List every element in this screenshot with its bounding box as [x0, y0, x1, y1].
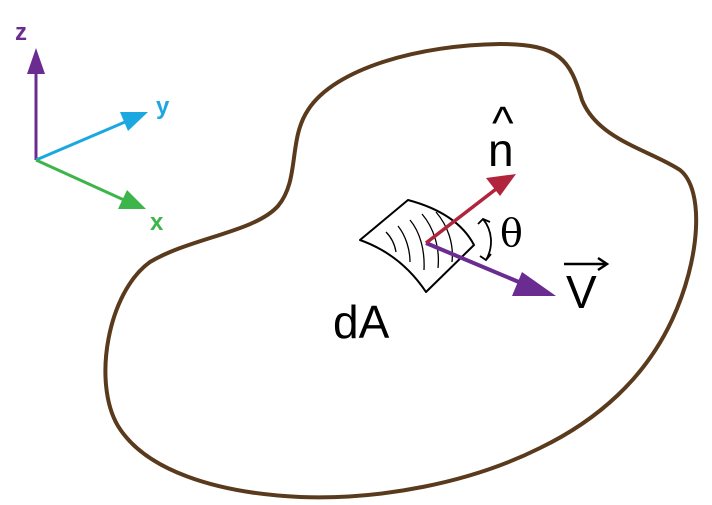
- normal-vector-label: n: [488, 124, 514, 176]
- angle-arc-tick-top: [477, 217, 491, 225]
- angle-indicator: [477, 217, 492, 262]
- velocity-label: V: [566, 266, 597, 318]
- velocity-vector-line: [425, 241, 527, 287]
- y-axis-arrowhead: [120, 112, 148, 131]
- surface-curvature-line: [421, 213, 440, 269]
- y-axis-line: [35, 120, 126, 162]
- normal-vector: [424, 174, 516, 245]
- x-axis-arrowhead: [118, 190, 146, 209]
- surface-curvature-line: [409, 219, 425, 271]
- angle-arc: [482, 218, 492, 261]
- surface-curvature-line: [435, 211, 454, 263]
- x-axis-label: x: [150, 209, 164, 236]
- surface-curvature-line: [385, 231, 397, 253]
- z-axis-label: z: [15, 19, 27, 46]
- angle-theta-label: θ: [500, 211, 523, 255]
- normal-arrowhead: [486, 174, 516, 196]
- coordinate-axes: z y x: [15, 19, 170, 236]
- angle-arc-tick-bottom: [479, 253, 492, 262]
- velocity-vector: [425, 241, 556, 296]
- normal-vector-hat: ^: [492, 97, 514, 149]
- z-axis-arrowhead: [27, 48, 45, 74]
- x-axis-line: [35, 158, 125, 202]
- velocity-overarrow-head: [597, 256, 610, 272]
- y-axis-label: y: [156, 93, 170, 120]
- surface-curvature-line: [397, 225, 411, 263]
- surface-patch: [359, 199, 475, 293]
- surface-element: [359, 199, 475, 293]
- normal-vector-line: [424, 184, 502, 245]
- velocity-arrowhead: [512, 272, 556, 296]
- control-volume-boundary: [103, 42, 699, 500]
- velocity-overarrow: [564, 256, 610, 272]
- area-element-label: dA: [333, 296, 390, 348]
